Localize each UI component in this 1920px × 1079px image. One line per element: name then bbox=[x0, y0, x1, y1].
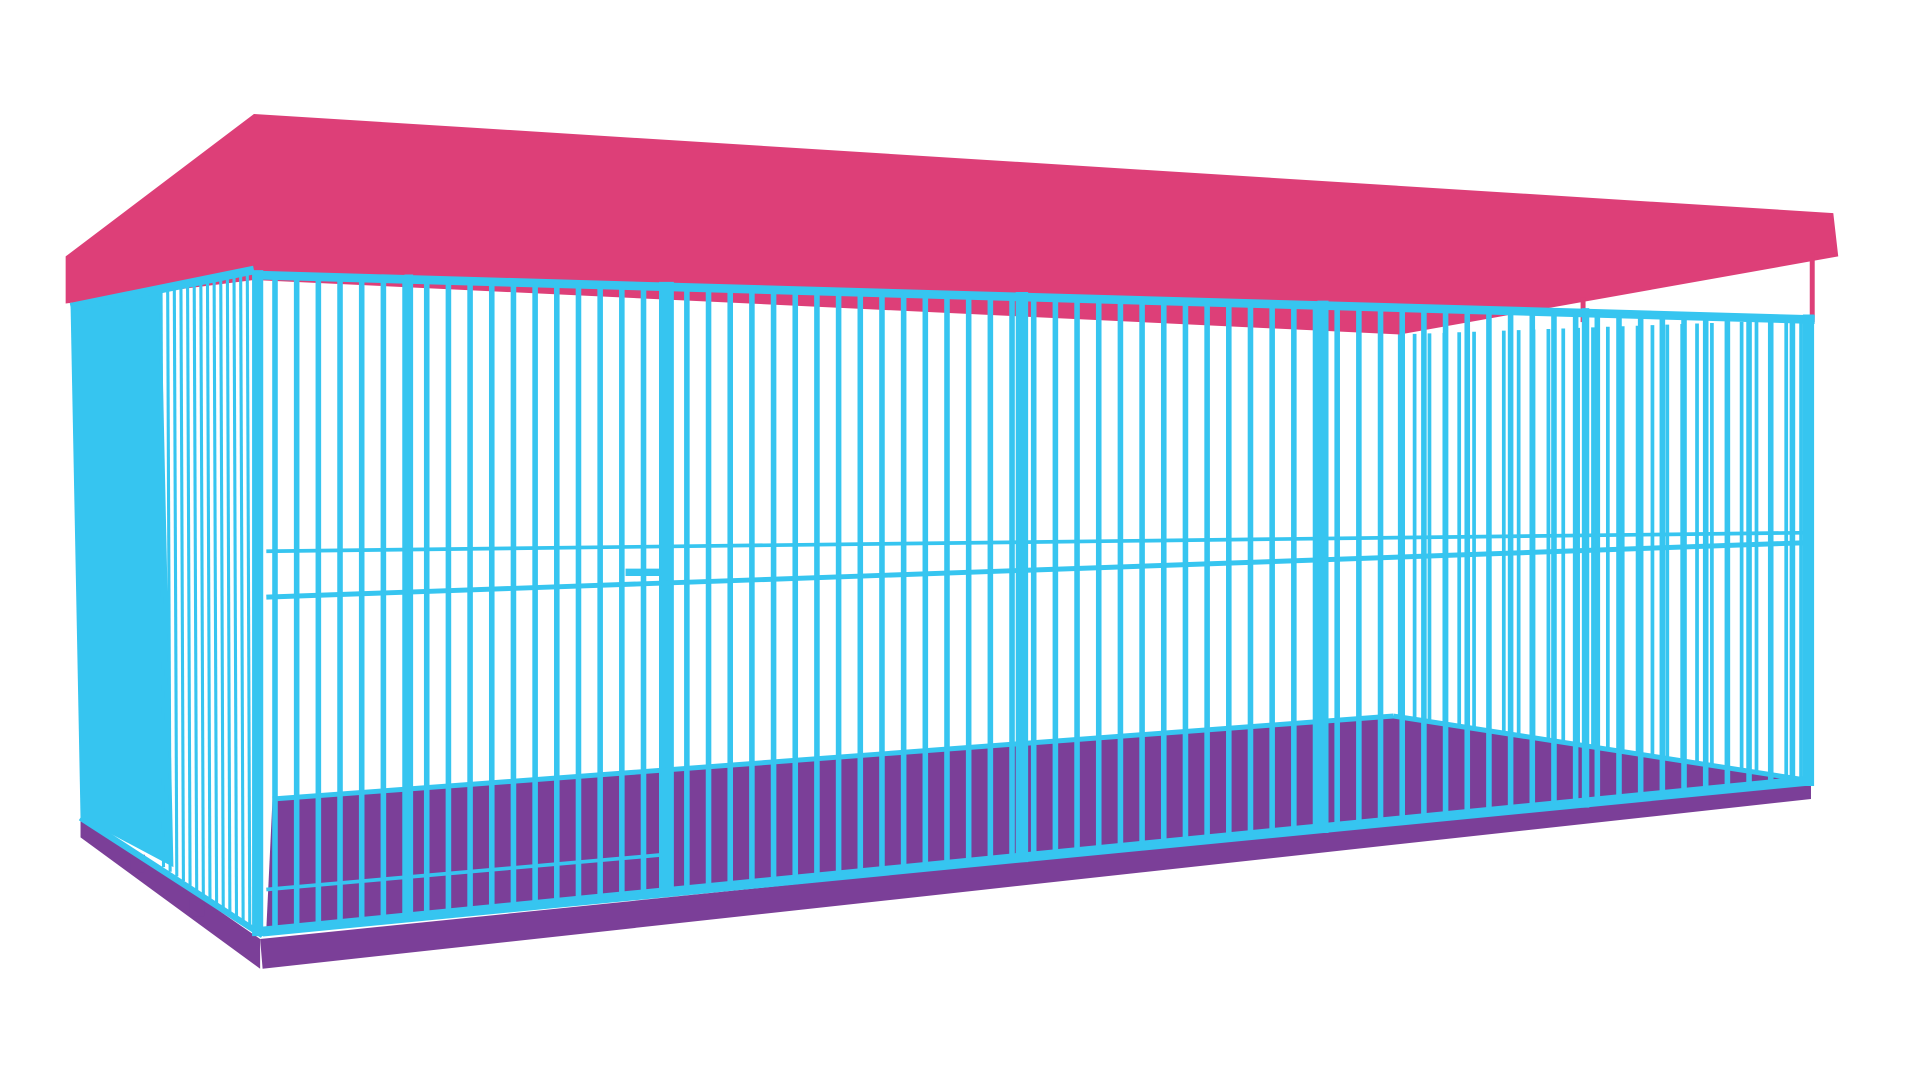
top-rail bbox=[253, 270, 1815, 324]
roof-support-post bbox=[1809, 253, 1815, 323]
side-bar bbox=[186, 285, 192, 886]
middle-rail bbox=[266, 540, 1809, 600]
floor-rail bbox=[1393, 713, 1809, 783]
middle-rail bbox=[266, 530, 1809, 554]
door-rail bbox=[266, 852, 663, 892]
side-bar bbox=[199, 283, 205, 895]
side-bar bbox=[159, 291, 166, 868]
floor-side-strip bbox=[80, 815, 261, 969]
bottom-rail bbox=[262, 775, 1812, 937]
side-bar bbox=[225, 277, 232, 914]
cage-side-panel bbox=[70, 291, 174, 868]
side-bar bbox=[245, 273, 252, 927]
side-bar bbox=[205, 281, 212, 900]
cage bbox=[69, 265, 1815, 938]
side-bar bbox=[192, 284, 199, 891]
side-bar bbox=[232, 276, 239, 918]
side-bar bbox=[166, 289, 172, 872]
front-bars bbox=[252, 270, 1815, 937]
side-top-rail bbox=[69, 265, 255, 312]
side-bar bbox=[239, 275, 245, 923]
floor-front-strip bbox=[260, 780, 1811, 969]
side-bar bbox=[212, 280, 219, 904]
side-bar bbox=[172, 288, 179, 877]
roof bbox=[65, 113, 1839, 335]
floor-leg bbox=[189, 898, 205, 917]
side-bar bbox=[179, 287, 185, 881]
side-bars bbox=[159, 272, 258, 932]
rails bbox=[69, 265, 1815, 938]
side-bottom-rail bbox=[78, 815, 265, 938]
roof-panel bbox=[65, 113, 1839, 335]
side-bar bbox=[219, 279, 225, 909]
floor-rail bbox=[272, 713, 1394, 802]
